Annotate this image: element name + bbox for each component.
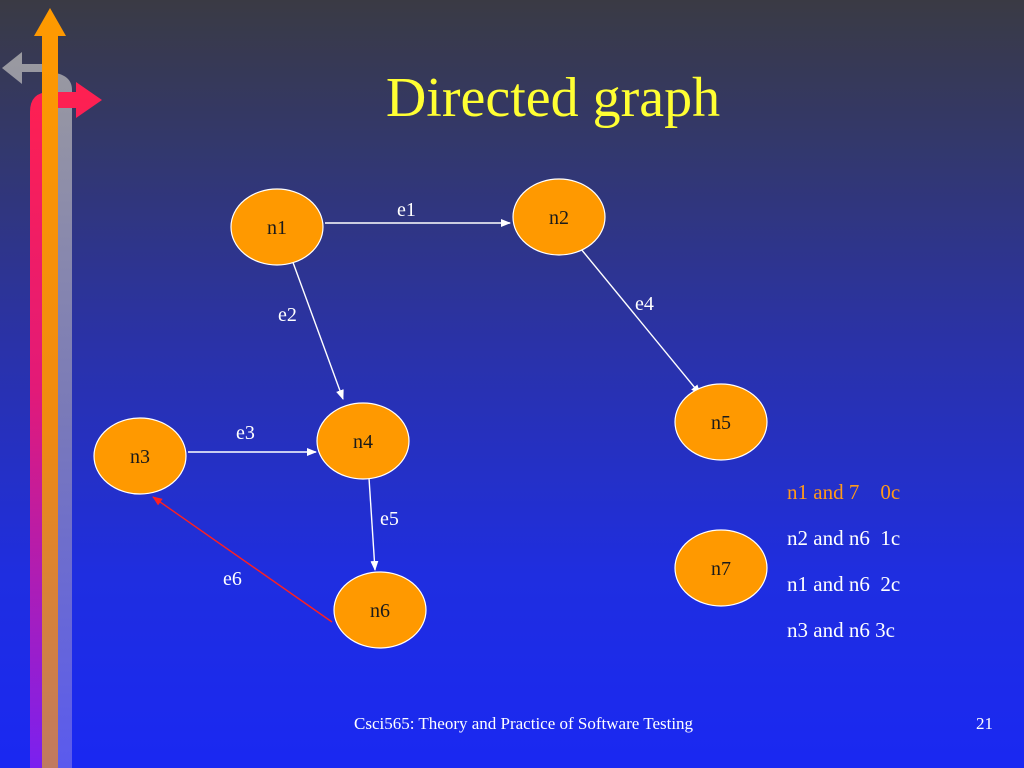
edge-label-e4: e4 [635,293,654,315]
page-number: 21 [976,714,993,733]
note-n3-n6: n3 and n6 3c [787,618,895,642]
edge-label-e1: e1 [397,199,416,221]
edge-e6 [152,496,333,623]
node-n6 [333,571,427,649]
edge-label-e5: e5 [380,508,399,530]
node-label-n4: n4 [353,431,373,453]
node-n3 [93,417,187,495]
node-label-n6: n6 [370,600,390,622]
connectivity-notes: n1 and 7 0c n2 and n6 1c n1 and n6 2c n3… [787,478,900,662]
node-n7 [674,529,768,607]
red-arrow-bar [30,82,102,768]
node-label-n1: n1 [267,217,287,239]
node-n2 [512,178,606,256]
node-label-n3: n3 [130,446,150,468]
directed-graph: e1 e2 e3 e4 e5 e6 n1 n2 n3 n4 n5 n6 n7 [93,178,768,649]
note-n1-n6: n1 and n6 2c [787,572,901,596]
orange-arrow-bar [34,8,66,768]
footer-course-title: Csci565: Theory and Practice of Software… [354,714,694,733]
edge-label-e2: e2 [278,304,297,326]
note-n2-n6: n2 and n6 1c [787,526,901,550]
decorative-arrow-bars [2,8,102,768]
note-n1-n7: n1 and 7 0c [787,480,901,504]
edge-e4 [580,248,701,395]
node-n4 [316,402,410,480]
slide-title: Directed graph [385,67,721,129]
node-label-n5: n5 [711,412,731,434]
edge-e5 [368,477,379,571]
edge-label-e6: e6 [223,568,242,590]
node-n1 [230,188,324,266]
node-label-n7: n7 [711,558,731,580]
edge-label-e3: e3 [236,422,255,444]
node-n5 [674,383,768,461]
edge-e2 [290,256,344,400]
node-label-n2: n2 [549,207,569,229]
